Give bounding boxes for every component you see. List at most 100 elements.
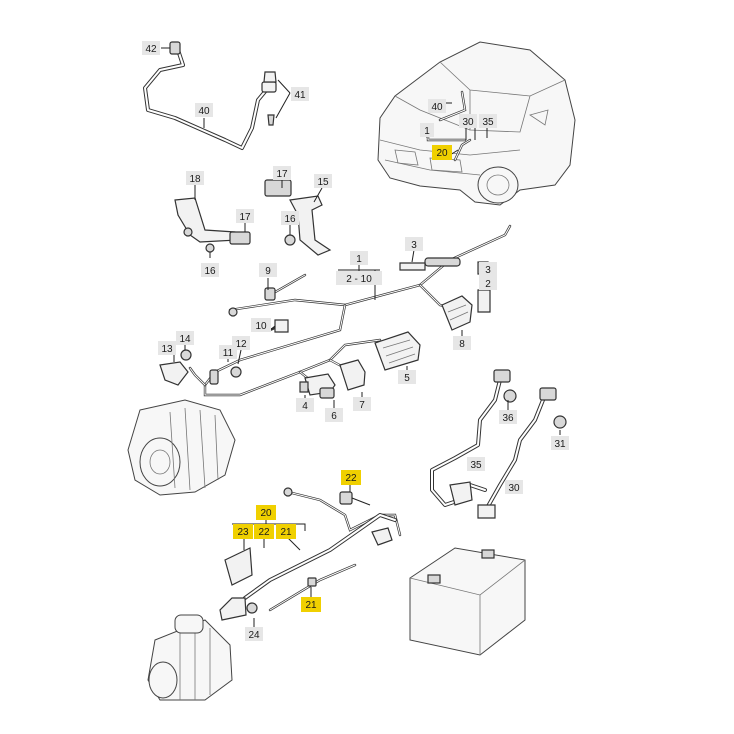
car-callout-40-box (428, 99, 446, 113)
callout-6: 6 (325, 408, 343, 422)
highlight-callout-21a: 21 (276, 524, 296, 539)
highlight-23-text: 23 (237, 527, 249, 538)
alternator-illustration (127, 399, 236, 496)
callout-3a-text: 3 (411, 240, 417, 251)
callout-1-box (350, 251, 368, 265)
car-callout-35-text: 35 (482, 117, 494, 128)
callout-24-text: 24 (248, 630, 260, 641)
callout-7: 7 (353, 397, 371, 411)
callout-35-box (467, 457, 485, 471)
callout-6-box (325, 408, 343, 422)
callout-6-text: 6 (331, 411, 337, 422)
callout-11-text: 11 (223, 348, 234, 359)
highlight-callout-21b: 21 (301, 597, 321, 612)
car-callout-1-box (420, 123, 434, 137)
callout-5: 5 (398, 370, 416, 384)
highlight-callout-22b: 22 (254, 524, 274, 539)
callout-30-text: 30 (508, 483, 520, 494)
callout-10-text: 10 (255, 321, 267, 332)
callout-40-text: 40 (198, 106, 210, 117)
callout-4-text: 4 (302, 401, 308, 412)
car-callout-40: 40 (428, 99, 446, 113)
callout-14-box (176, 331, 194, 345)
highlight-21b-text: 21 (305, 600, 317, 611)
callout-7-box (353, 397, 371, 411)
callout-17b: 17 (236, 209, 254, 223)
highlight-callout-23: 23 (233, 524, 253, 539)
callout-1: 1 (350, 251, 368, 265)
callout-14-text: 14 (179, 334, 191, 345)
callout-7-text: 7 (359, 400, 365, 411)
callout-11: 11 (219, 345, 237, 359)
callout-16b-box (201, 263, 219, 277)
callout-1-text: 1 (356, 254, 362, 265)
callout-18-text: 18 (189, 174, 201, 185)
highlight-car-20-text: 20 (436, 148, 448, 159)
callout-42-text: 42 (145, 44, 157, 55)
wiring-harness-1 (188, 224, 512, 399)
car-callout-30: 30 (459, 114, 477, 128)
callout-2-text: 2 (485, 279, 491, 290)
callout-4: 4 (296, 398, 314, 412)
car-callout-40-text: 40 (431, 102, 443, 113)
callout-8-box (453, 336, 471, 350)
highlight-20-text: 20 (260, 508, 272, 519)
callout-30-box (505, 480, 523, 494)
callout-40: 40 (195, 103, 213, 117)
callout-17a: 17 (273, 166, 291, 180)
callout-15: 15 (314, 174, 332, 188)
callout-9: 9 (259, 263, 277, 277)
callout-36-box (499, 410, 517, 424)
callout-8: 8 (453, 336, 471, 350)
car-callout-1-text: 1 (424, 126, 430, 137)
callout-3b: 3 (479, 262, 497, 276)
callout-3b-text: 3 (485, 265, 491, 276)
callout-9-text: 9 (265, 266, 271, 277)
car-callout-30-box (459, 114, 477, 128)
callout-16b: 16 (201, 263, 219, 277)
callout-41: 41 (291, 87, 309, 101)
starter-cable-20 (219, 487, 402, 621)
callout-42-box (142, 41, 160, 55)
callout-3a-box (405, 237, 423, 251)
starter-motor-illustration (147, 614, 233, 701)
highlight-22a-text: 22 (345, 473, 357, 484)
car-callout-1: 1 (420, 123, 434, 137)
callout-11-box (219, 345, 237, 359)
highlight-car-20-box (432, 145, 452, 160)
callout-18-box (186, 171, 204, 185)
callout-5-box (398, 370, 416, 384)
callout-3b-box (479, 262, 497, 276)
callout-2-10: 2 - 10 (336, 271, 382, 285)
callout-16a: 16 (281, 211, 299, 225)
car-callout-35: 35 (479, 114, 497, 128)
callout-2-box (479, 276, 497, 290)
callout-15-text: 15 (317, 177, 329, 188)
callout-36: 36 (499, 410, 517, 424)
callout-18: 18 (186, 171, 204, 185)
car-callout-35-box (479, 114, 497, 128)
callout-16a-text: 16 (284, 214, 296, 225)
callout-31: 31 (551, 436, 569, 450)
callout-12-text: 12 (235, 339, 247, 350)
highlight-20-box (256, 505, 276, 520)
bracket-18 (174, 197, 251, 245)
highlight-21a-text: 21 (280, 527, 292, 538)
callout-9-box (259, 263, 277, 277)
highlight-21a-box (276, 524, 296, 539)
callout-17a-box (273, 166, 291, 180)
callout-3a: 3 (405, 237, 423, 251)
callout-41-text: 41 (294, 90, 306, 101)
callout-17a-text: 17 (276, 169, 288, 180)
callout-13: 13 (158, 341, 176, 355)
leader-lines (161, 47, 561, 628)
callout-10: 10 (251, 318, 271, 332)
callout-35-text: 35 (470, 460, 482, 471)
highlight-callout-22a: 22 (341, 470, 361, 485)
car-callout-30-text: 30 (462, 117, 474, 128)
callout-40-box (195, 103, 213, 117)
callout-17b-text: 17 (239, 212, 251, 223)
callout-16a-box (281, 211, 299, 225)
battery-cables (430, 369, 567, 519)
callout-35: 35 (467, 457, 485, 471)
